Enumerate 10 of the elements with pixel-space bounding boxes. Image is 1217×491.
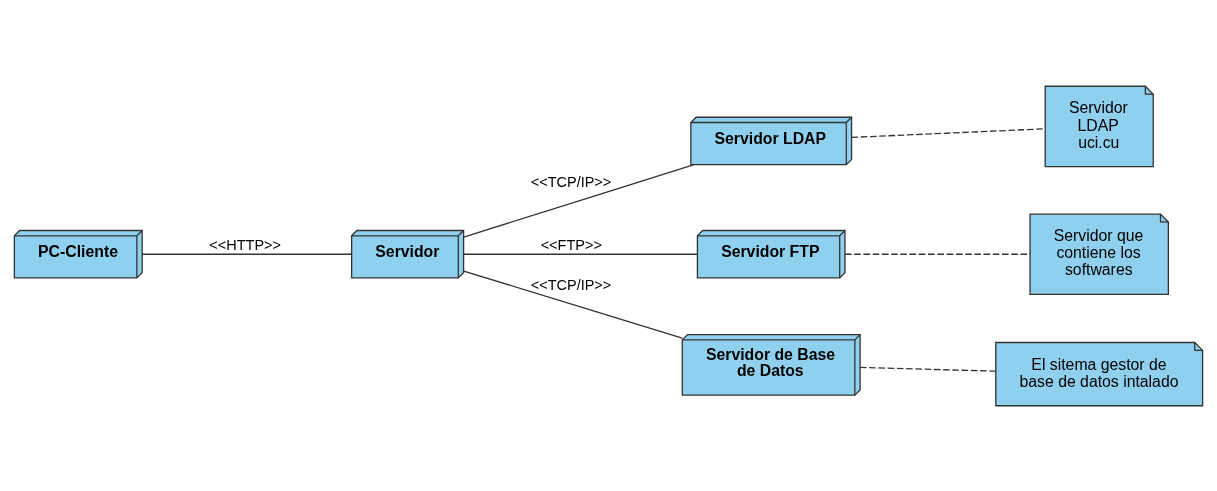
connector [851, 127, 1046, 138]
connector [463, 163, 695, 238]
edge-label: <<TCP/IP>> [530, 173, 612, 190]
edge-label: <<HTTP>> [209, 236, 281, 253]
connector [141, 253, 353, 255]
connector [463, 253, 698, 255]
edge-label: <<TCP/IP>> [530, 276, 612, 293]
edge-label: <<FTP>> [540, 236, 602, 253]
connector [859, 366, 997, 372]
connector [463, 269, 683, 339]
